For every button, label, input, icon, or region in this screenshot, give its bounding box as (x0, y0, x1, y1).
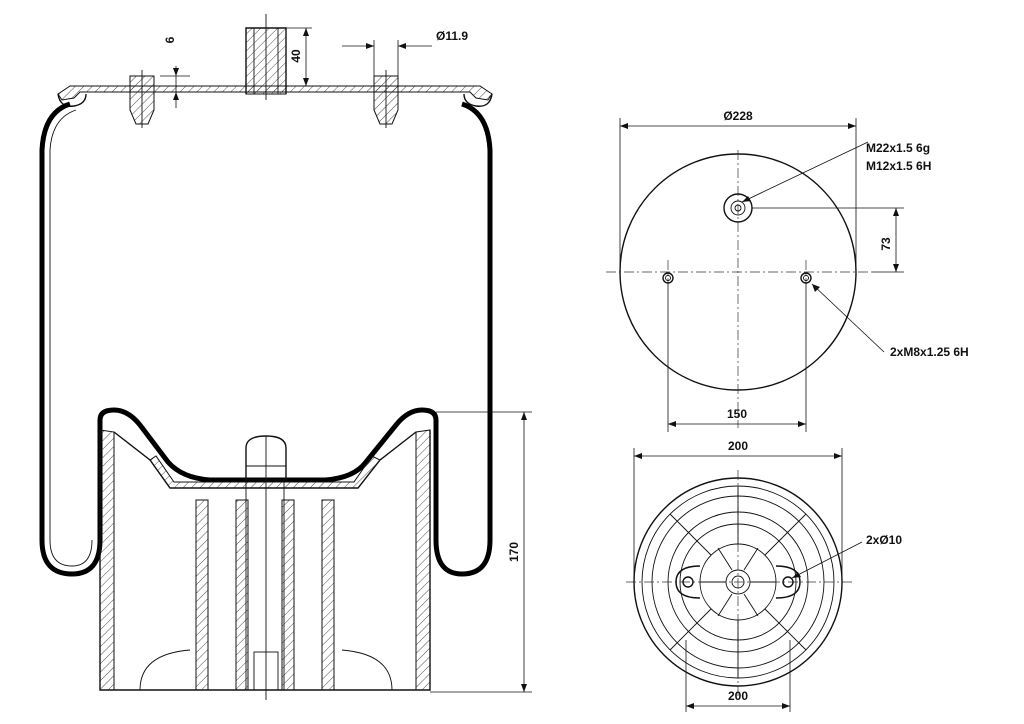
left-boss (129, 70, 155, 128)
bottom-callout-holes: 2xØ10 (866, 533, 902, 547)
dim-hole-diameter: Ø11.9 (342, 29, 468, 76)
dim-stud-height-label: 40 (289, 49, 303, 63)
dim-thread-depth: 6 (160, 36, 190, 108)
piston (99, 429, 431, 700)
left-crimp (57, 93, 87, 107)
top-callout-thread-1: M22x1.5 6g (866, 141, 930, 155)
top-callout-thread-2: M12x1.5 6H (866, 159, 931, 173)
top-view: Ø228 M22x1.5 6g M12x1.5 6H 73 2xM8x1.25 … (606, 109, 969, 432)
top-bolt-left (662, 272, 674, 284)
side-view: 6 40 Ø11.9 170 (39, 14, 532, 700)
center-stud (245, 14, 287, 100)
dim-stud-height: 40 (286, 27, 312, 87)
right-boss (373, 70, 399, 128)
bottom-view: 200 2xØ10 200 (626, 439, 902, 712)
top-bolt-right (800, 272, 812, 284)
dim-thread-depth-label: 6 (163, 36, 177, 43)
dim-height-label: 170 (507, 542, 521, 562)
top-callout-bolts: 2xM8x1.25 6H (890, 345, 969, 359)
dim-hole-diameter-label: Ø11.9 (436, 29, 468, 43)
piston-lug-left (675, 565, 701, 599)
bottom-dim-diameter-top-label: 200 (728, 439, 748, 453)
piston-ribs (669, 486, 807, 678)
top-dim-diameter-label: Ø228 (723, 109, 753, 123)
piston-lug-right (775, 565, 801, 599)
right-crimp (463, 93, 493, 107)
top-dim-bolt-spacing-label: 150 (727, 407, 747, 421)
top-dim-offset-label: 73 (879, 237, 893, 251)
dim-height: 170 (430, 411, 532, 693)
bellows-inner (49, 109, 93, 567)
bottom-dim-diameter-bottom-label: 200 (728, 689, 748, 703)
